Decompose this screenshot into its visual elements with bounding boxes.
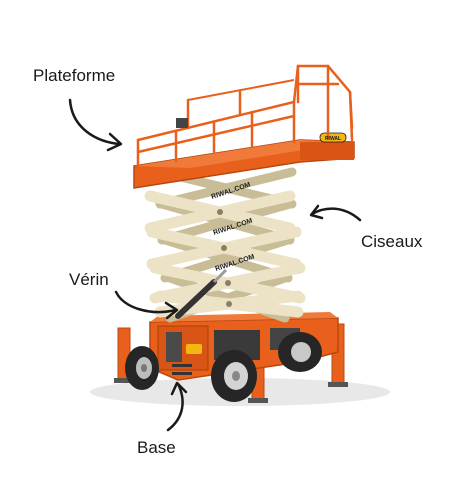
arrows [68, 98, 362, 432]
platform [133, 64, 355, 189]
arrow-base [166, 382, 184, 432]
wheel-front-left [211, 350, 257, 402]
wheel-front-right [278, 332, 322, 372]
platform-decal [319, 132, 347, 143]
guardrail-top [136, 64, 354, 142]
label-ciseaux: Ciseaux [361, 232, 423, 251]
label-verin: Vérin [69, 270, 109, 289]
lift-cylinder [175, 279, 217, 319]
platform-decal-text: RIWAL [325, 136, 341, 142]
arrow-plateforme [68, 98, 122, 146]
arrow-ciseaux [310, 207, 362, 222]
label-plateforme: Plateforme [33, 66, 116, 85]
label-base: Base [137, 438, 176, 457]
wheel-rear-left [125, 346, 159, 390]
scissor-stack [144, 167, 306, 323]
arrow-verin [114, 290, 178, 314]
